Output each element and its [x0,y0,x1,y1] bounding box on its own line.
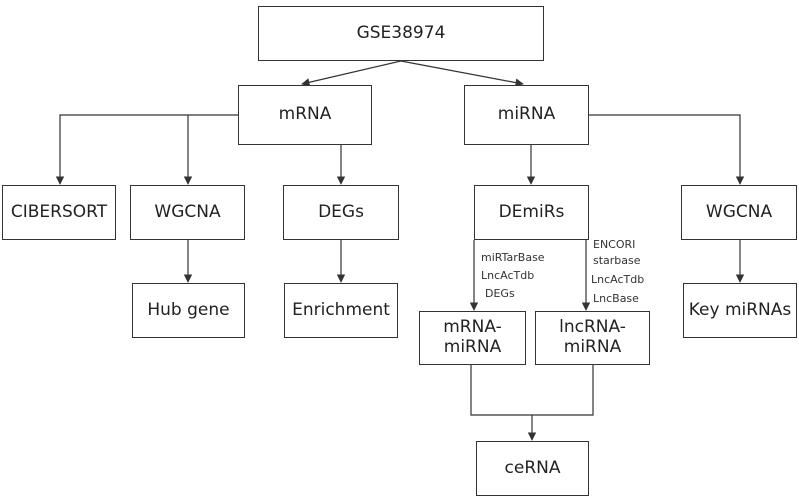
connector-to-cerna [470,365,594,416]
node-mrna: mRNA [238,85,372,145]
node-degs: DEGs [283,185,399,240]
node-gse38974: GSE38974 [258,6,544,61]
note-degs-left: DEGs [485,287,515,300]
note-lncactdb-left: LncAcTdb [481,269,535,282]
node-wgcna-mrna: WGCNA [130,185,245,240]
node-lncrna-mirna-line2: miRNA [563,337,622,357]
note-lncactdb-right: LncAcTdb [591,273,645,286]
note-starbase: starbase [593,254,641,267]
arrow-mirna-to-wgcna [589,114,745,185]
arrow-gse-to-mrna [301,60,402,87]
node-mrna-mirna-line1: mRNA- [443,317,502,338]
arrow-gse-to-mirna [400,60,524,87]
node-mrna-mirna: mRNA- miRNA [419,311,526,365]
node-cerna: ceRNA [476,441,589,496]
note-lncbase: LncBase [593,292,639,305]
note-encori: ENCORI [593,238,636,251]
node-demirs: DEmiRs [474,185,589,240]
node-key-mirnas: Key miRNAs [683,283,797,338]
node-lncrna-mirna: lncRNA- miRNA [535,311,650,365]
node-wgcna-mirna: WGCNA [681,185,797,240]
node-mrna-mirna-line2: miRNA [443,337,502,357]
node-hub-gene: Hub gene [132,283,245,338]
note-mirtarbase: miRTarBase [481,251,545,264]
node-cibersort: CIBERSORT [2,185,116,240]
node-lncrna-mirna-line1: lncRNA- [559,317,626,338]
arrow-mrna-to-cibersort [55,114,238,185]
node-mirna: miRNA [464,85,589,145]
node-enrichment: Enrichment [284,283,398,338]
